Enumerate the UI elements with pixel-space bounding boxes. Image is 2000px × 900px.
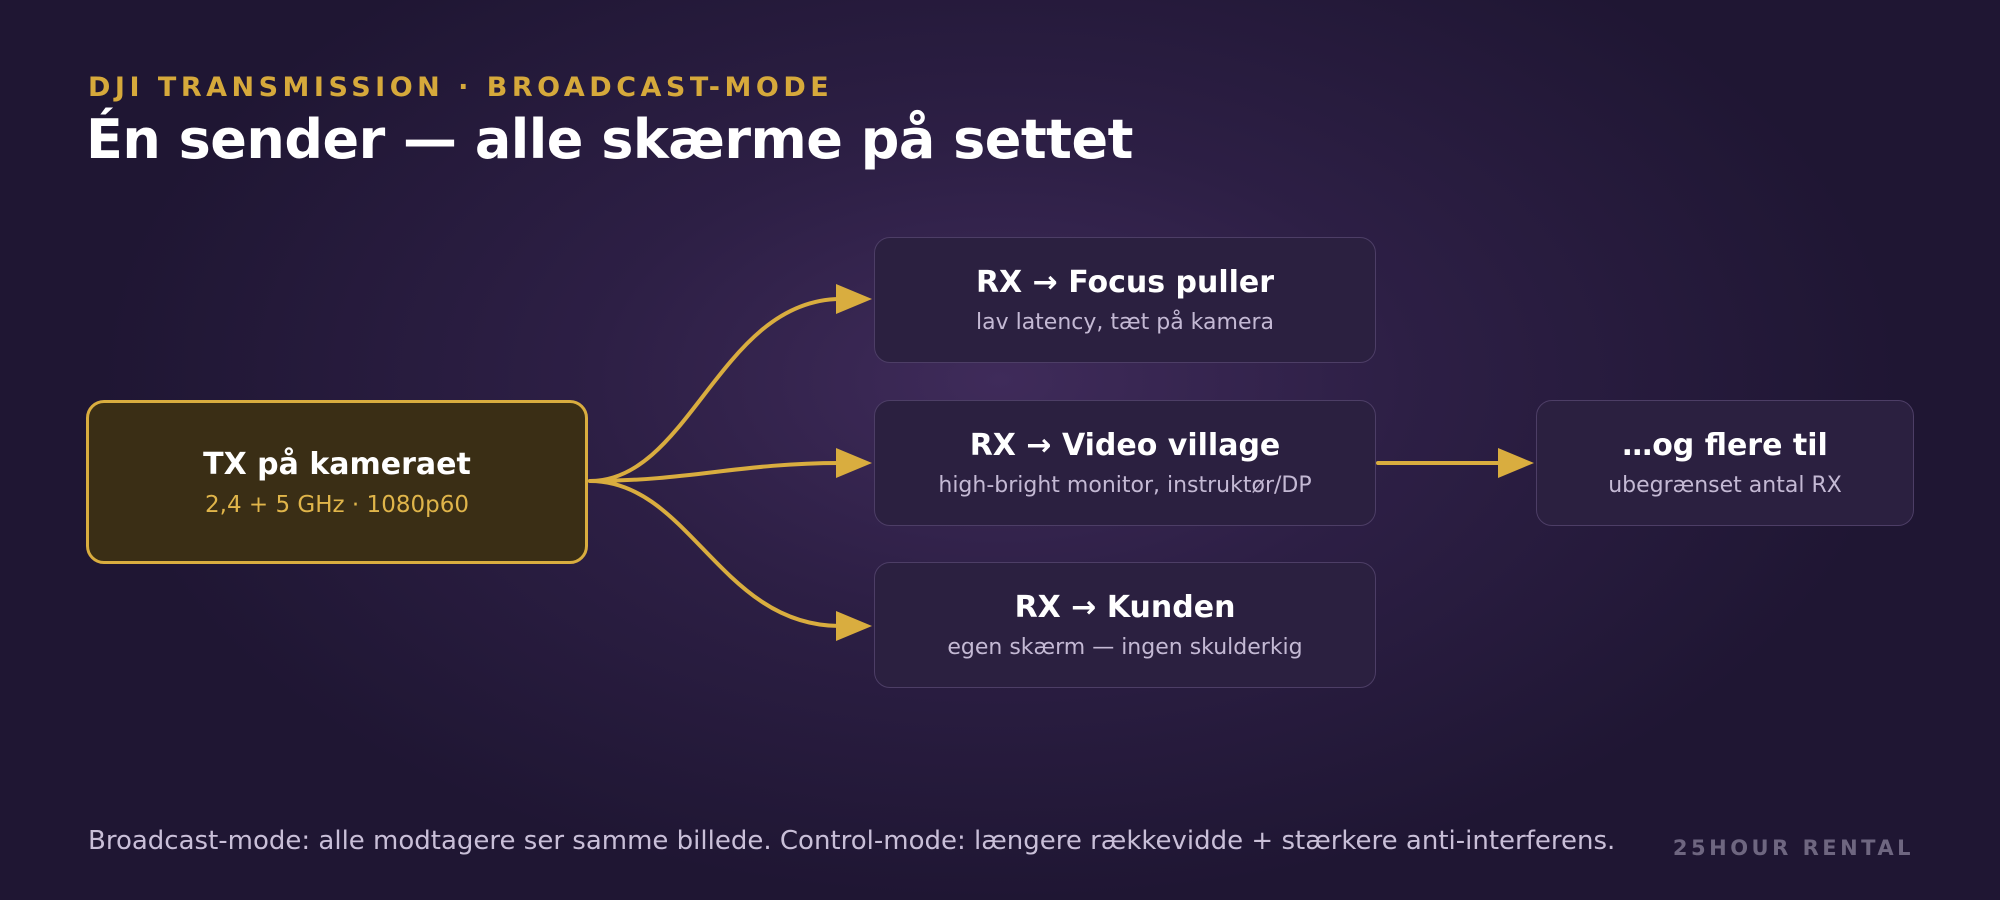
rx-node-kunden: RX → Kunden egen skærm — ingen skulderki…: [874, 562, 1376, 688]
rx-node-title: RX → Focus puller: [975, 265, 1275, 300]
rx-node-subtitle: egen skærm — ingen skulderkig: [947, 635, 1303, 660]
arrow-to-focus-puller: [588, 297, 842, 483]
arrow-to-kunden: [588, 479, 842, 628]
rx-node-video-village: RX → Video village high-bright monitor, …: [874, 400, 1376, 526]
rx-node-subtitle: high-bright monitor, instruktør/DP: [938, 473, 1312, 498]
rx-node-title: RX → Kunden: [1014, 590, 1236, 625]
tx-node-title: TX på kameraet: [203, 446, 471, 482]
arrowhead-focus-puller: [836, 284, 872, 314]
rx-node-title: RX → Video village: [969, 428, 1281, 463]
brand-logo-text: 25HOUR RENTAL: [1672, 836, 1914, 860]
more-node-title: …og flere til: [1622, 428, 1828, 463]
arrow-to-video-village: [588, 461, 842, 483]
arrowhead-video-village: [836, 448, 872, 478]
arrowhead-kunden: [836, 611, 872, 641]
more-rx-node: …og flere til ubegrænset antal RX: [1536, 400, 1914, 526]
tx-node: TX på kameraet 2,4 + 5 GHz · 1080p60: [86, 400, 588, 564]
page-title: Én sender — alle skærme på settet: [86, 108, 1133, 171]
footnote: Broadcast-mode: alle modtagere ser samme…: [88, 826, 1616, 856]
eyebrow-label: DJI TRANSMISSION · BROADCAST-MODE: [88, 72, 834, 103]
more-node-subtitle: ubegrænset antal RX: [1608, 473, 1842, 498]
rx-node-subtitle: lav latency, tæt på kamera: [975, 310, 1275, 335]
arrowhead-more: [1498, 448, 1534, 478]
tx-node-subtitle: 2,4 + 5 GHz · 1080p60: [205, 491, 469, 518]
rx-node-focus-puller: RX → Focus puller lav latency, tæt på ka…: [874, 237, 1376, 363]
